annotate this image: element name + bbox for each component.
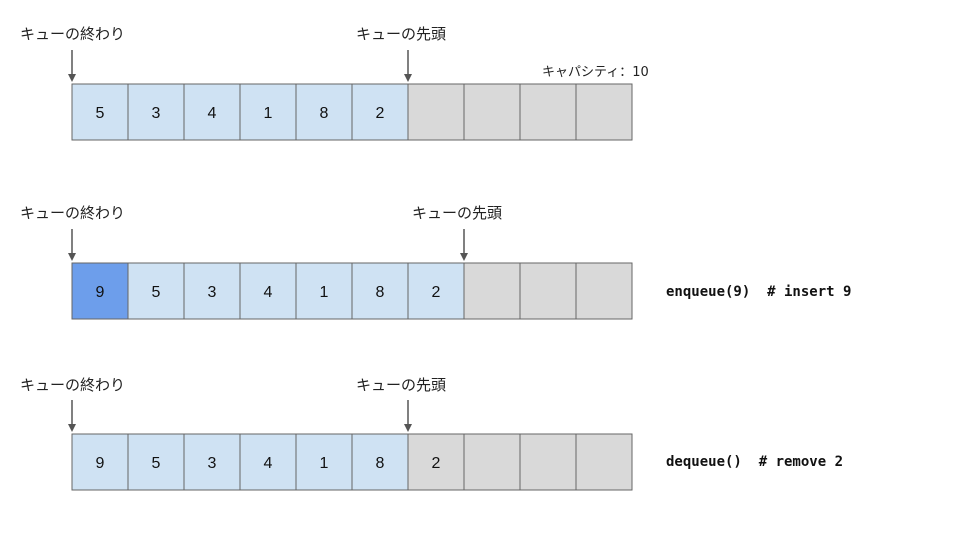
queue-cell — [575, 262, 633, 320]
cell-value: 8 — [376, 455, 385, 472]
queue-cell — [351, 262, 409, 320]
cell-value: 9 — [96, 455, 105, 472]
queue-cell — [295, 433, 353, 491]
queue-cell — [127, 83, 185, 141]
cell-value: 2 — [432, 284, 441, 301]
tail-arrow-icon — [68, 229, 76, 261]
queue-cell — [183, 83, 241, 141]
queue-cell — [127, 433, 185, 491]
cell-value: 5 — [96, 105, 105, 122]
queue-cell — [239, 262, 297, 320]
queue-cell — [71, 262, 129, 320]
queue-cell — [71, 83, 129, 141]
queue-cell — [295, 262, 353, 320]
tail-arrow-icon — [68, 400, 76, 432]
queue-cell — [519, 433, 577, 491]
queue-cell — [183, 262, 241, 320]
cell-value: 8 — [320, 105, 329, 122]
cell-value: 4 — [264, 455, 273, 472]
queue-cell — [463, 262, 521, 320]
queue-cell — [519, 83, 577, 141]
cell-value: 1 — [320, 284, 329, 301]
queue-row-3: 9 5 3 4 1 8 2 — [68, 400, 633, 491]
row1-tail-label: キューの終わり — [20, 25, 126, 43]
queue-cell — [519, 262, 577, 320]
cell-value: 1 — [264, 105, 273, 122]
head-arrow-icon — [404, 50, 412, 82]
queue-cell — [463, 83, 521, 141]
queue-cell — [463, 433, 521, 491]
queue-cell — [575, 83, 633, 141]
cell-value: 2 — [376, 105, 385, 122]
cell-value: 2 — [432, 455, 441, 472]
enqueue-operation: enqueue(9) # insert 9 — [666, 284, 852, 300]
queue-cell — [407, 262, 465, 320]
cell-value: 4 — [208, 105, 217, 122]
head-arrow-icon — [460, 229, 468, 261]
row3-tail-label: キューの終わり — [20, 376, 126, 394]
queue-cell — [575, 433, 633, 491]
cell-value: 4 — [264, 284, 273, 301]
dequeue-operation: dequeue() # remove 2 — [666, 454, 844, 470]
queue-row-1: 5 3 4 1 8 2 — [68, 50, 633, 141]
cell-value: 5 — [152, 284, 161, 301]
cell-value: 5 — [152, 455, 161, 472]
cell-value: 1 — [320, 455, 329, 472]
cell-value: 3 — [208, 455, 217, 472]
row2-tail-label: キューの終わり — [20, 204, 126, 222]
queue-cell — [351, 433, 409, 491]
queue-cell — [71, 433, 129, 491]
cell-value: 3 — [152, 105, 161, 122]
row1-head-label: キューの先頭 — [356, 25, 447, 43]
queue-cell — [351, 83, 409, 141]
tail-arrow-icon — [68, 50, 76, 82]
row3-head-label: キューの先頭 — [356, 376, 447, 394]
cell-value: 3 — [208, 284, 217, 301]
capacity-label: キャパシティ：10 — [542, 65, 649, 80]
queue-cell — [407, 433, 465, 491]
queue-cell — [295, 83, 353, 141]
cell-value: 9 — [96, 284, 105, 301]
row2-head-label: キューの先頭 — [412, 204, 503, 222]
cell-value: 8 — [376, 284, 385, 301]
queue-row-2: 9 5 3 4 1 8 2 — [68, 229, 633, 320]
queue-cell — [407, 83, 465, 141]
queue-cell — [239, 433, 297, 491]
head-arrow-icon — [404, 400, 412, 432]
